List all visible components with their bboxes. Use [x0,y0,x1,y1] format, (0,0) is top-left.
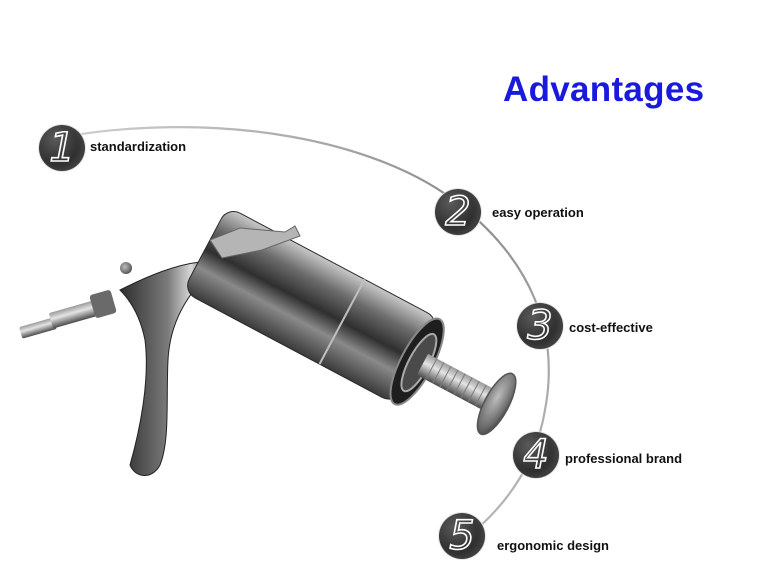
number-three-icon: 3 [526,303,553,349]
number-five-icon: 5 [448,513,475,559]
badge-5: 5 [439,513,485,559]
number-one-icon: 1 [48,125,75,171]
number-four-icon: 4 [522,432,549,478]
badge-2: 2 [435,189,481,235]
badge-1: 1 [39,125,85,171]
page-title: Advantages [503,70,705,109]
advantage-label-cost-effective: cost-effective [569,320,653,335]
badge-3: 3 [517,303,563,349]
advantage-label-easy-operation: easy operation [492,205,584,220]
advantage-label-ergonomic-design: ergonomic design [497,538,609,553]
advantage-label-professional-brand: professional brand [565,451,683,466]
number-two-icon: 2 [444,189,471,235]
badge-4: 4 [513,432,559,478]
advantage-label-standardization: standardization [90,139,187,154]
